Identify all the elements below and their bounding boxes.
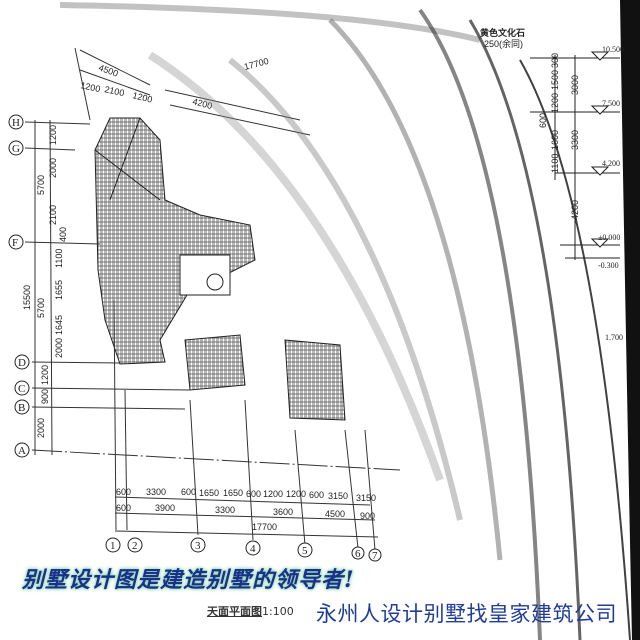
svg-text:2000: 2000	[48, 158, 58, 178]
svg-text:5700: 5700	[36, 175, 46, 195]
svg-text:A: A	[18, 445, 26, 457]
svg-text:5: 5	[302, 545, 308, 557]
svg-text:1200: 1200	[40, 365, 50, 385]
svg-text:4: 4	[250, 543, 256, 555]
curling-sheets	[59, 0, 640, 640]
svg-text:3300: 3300	[570, 130, 580, 150]
svg-text:1: 1	[110, 540, 116, 552]
axis-bubble-3: 3	[190, 537, 206, 553]
grid-lines	[24, 47, 401, 551]
axis-bubble-A: A	[14, 442, 30, 458]
svg-text:黄色文化石: 黄色文化石	[480, 27, 525, 38]
svg-text:1500: 1500	[550, 70, 560, 90]
svg-text:250(余同): 250(余同)	[484, 38, 523, 49]
svg-text:6: 6	[355, 548, 361, 560]
svg-text:3600: 3600	[273, 507, 293, 517]
svg-text:300: 300	[550, 53, 560, 68]
axis-bubble-G: G	[8, 140, 24, 156]
svg-text:1100: 1100	[54, 249, 64, 268]
svg-text:15500: 15500	[22, 285, 32, 310]
svg-text:3300: 3300	[146, 487, 166, 497]
left-dimensions: 15500 5700 5700 2000 1200 2000 2100 400 …	[22, 125, 68, 438]
drawing-title: 天面平面图1:100	[207, 603, 294, 619]
svg-text:1200: 1200	[263, 489, 283, 499]
svg-text:C: C	[18, 383, 25, 395]
svg-text:900: 900	[360, 511, 375, 521]
elevation-section: 黄色文化石 250(余同) 10.500 7.500 4.200 ±0.000 …	[480, 27, 624, 342]
drawing-title-text: 天面平面图	[207, 605, 262, 618]
axis-bubble-6: 6	[351, 546, 365, 560]
roof-plan	[94, 117, 346, 421]
svg-text:1600: 1600	[550, 130, 560, 150]
svg-text:1650: 1650	[199, 488, 219, 498]
axis-bubble-4: 4	[245, 540, 261, 556]
svg-text:1655: 1655	[54, 280, 64, 300]
axis-bubble-H: H	[8, 114, 24, 130]
svg-text:2000: 2000	[54, 338, 64, 358]
svg-text:3150: 3150	[328, 491, 348, 501]
axis-bubble-F: F	[8, 234, 24, 250]
svg-text:17700: 17700	[252, 522, 277, 532]
svg-text:G: G	[12, 143, 20, 155]
axis-bubble-7: 7	[368, 548, 382, 562]
axis-bubble-5: 5	[297, 542, 313, 558]
svg-text:1200: 1200	[286, 489, 306, 499]
svg-text:1100: 1100	[550, 154, 560, 173]
svg-text:600: 600	[181, 487, 196, 497]
drawing-scale: 1:100	[262, 605, 294, 618]
axis-bubble-2: 2	[127, 537, 143, 553]
axis-bubble-1: 1	[105, 537, 121, 553]
svg-text:1645: 1645	[54, 315, 64, 335]
svg-text:7: 7	[372, 550, 378, 562]
svg-text:1200: 1200	[80, 80, 102, 94]
svg-text:3000: 3000	[570, 75, 580, 95]
axis-bubble-B: B	[14, 399, 30, 415]
svg-text:2100: 2100	[104, 84, 126, 98]
slogan-text: 别墅设计图是建造别墅的领导者!	[22, 567, 355, 593]
svg-text:4.200: 4.200	[602, 159, 620, 168]
svg-text:17700: 17700	[243, 56, 270, 72]
svg-text:4500: 4500	[97, 62, 119, 78]
svg-text:4500: 4500	[325, 509, 345, 519]
svg-text:600: 600	[309, 490, 324, 500]
svg-text:1650: 1650	[223, 488, 243, 498]
svg-text:F: F	[12, 237, 18, 249]
svg-text:600: 600	[246, 489, 261, 499]
axis-bubble-D: D	[14, 354, 30, 370]
svg-text:2000: 2000	[36, 418, 46, 438]
svg-text:600: 600	[116, 487, 131, 497]
svg-text:5700: 5700	[36, 298, 46, 318]
svg-text:H: H	[12, 117, 20, 129]
svg-text:600: 600	[538, 113, 548, 128]
svg-text:3300: 3300	[215, 505, 235, 515]
svg-text:4200: 4200	[570, 200, 580, 220]
svg-text:900: 900	[40, 389, 50, 404]
svg-text:1200: 1200	[48, 125, 58, 145]
column-axis-labels: 1 2 3 4 5 6 7	[105, 537, 382, 562]
svg-text:600: 600	[116, 503, 131, 513]
svg-text:3900: 3900	[155, 503, 175, 513]
svg-text:7.500: 7.500	[602, 99, 620, 108]
svg-text:1200: 1200	[550, 93, 560, 113]
svg-text:1.700: 1.700	[605, 333, 623, 342]
svg-text:10.500: 10.500	[602, 45, 624, 54]
svg-text:400: 400	[58, 227, 68, 242]
axis-bubble-C: C	[14, 380, 30, 396]
svg-text:2100: 2100	[48, 205, 58, 225]
svg-text:D: D	[18, 357, 26, 369]
svg-text:1200: 1200	[132, 90, 154, 105]
svg-text:3: 3	[195, 540, 201, 552]
bottom-dimensions: 600 3300 600 1650 1650 600 1200 1200 600…	[116, 487, 376, 532]
svg-text:-0.300: -0.300	[598, 261, 619, 270]
row-axis-labels: H G F D C B A	[8, 114, 30, 458]
company-text: 永州人设计别墅找皇家建筑公司	[316, 602, 617, 626]
svg-text:2: 2	[132, 540, 138, 552]
svg-text:3150: 3150	[356, 493, 376, 503]
svg-text:±0.000: ±0.000	[598, 233, 620, 242]
svg-text:B: B	[18, 402, 25, 414]
